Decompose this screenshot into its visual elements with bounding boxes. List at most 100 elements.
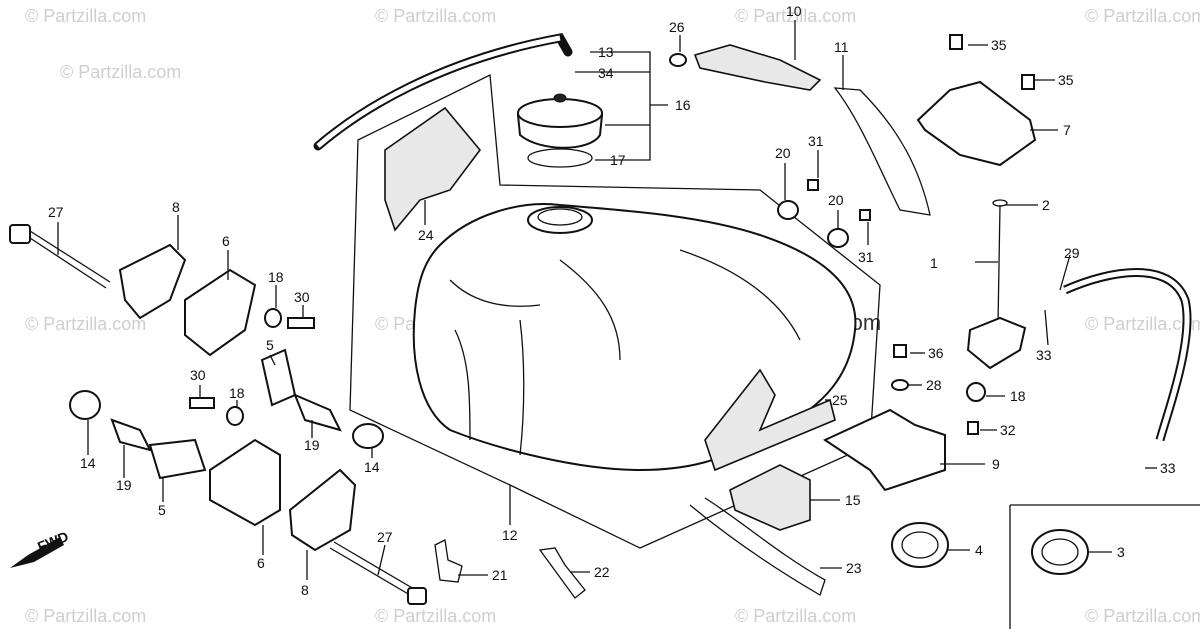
bolt-30-mid (189, 397, 215, 409)
washer-14-right (352, 423, 384, 449)
fuel-cap (516, 93, 604, 168)
bolt-31-a (807, 179, 819, 191)
callout-18: 18 (229, 385, 245, 401)
clip-20-b (827, 228, 849, 248)
bracket-6-top (184, 268, 257, 357)
collar-5-top (260, 348, 297, 407)
callout-8: 8 (172, 199, 180, 215)
callout-20: 20 (775, 145, 791, 161)
watermark: © Partzilla.com (735, 606, 856, 626)
rubber-18-right (966, 382, 986, 402)
bolt-32 (967, 421, 979, 435)
callout-31: 31 (808, 133, 824, 149)
callout-25: 25 (832, 392, 848, 408)
watermark: © Partzilla.com (25, 314, 146, 334)
callout-29: 29 (1064, 245, 1080, 261)
strap-11 (833, 87, 931, 216)
callout-22: 22 (594, 564, 610, 580)
callout-33: 33 (1036, 347, 1052, 363)
mount-bolt-27-top (9, 224, 111, 289)
watermark: © Partzilla.com (1085, 314, 1200, 334)
callout-9: 9 (992, 456, 1000, 472)
watermark: © Partzilla.com (375, 606, 496, 626)
callout-28: 28 (926, 377, 942, 393)
callout-14: 14 (80, 455, 96, 471)
tank-band-23 (689, 497, 826, 596)
watermark: © Partzilla.com (1085, 606, 1200, 626)
watermark: © Partzilla.com (25, 6, 146, 26)
bracket-8-top (118, 243, 187, 320)
watermark: © Partzilla.com (60, 62, 181, 82)
callout-6: 6 (257, 555, 265, 571)
clip-21 (434, 539, 463, 583)
callout-23: 23 (846, 560, 862, 576)
callout-20: 20 (828, 192, 844, 208)
bolt-35-a (949, 34, 963, 50)
callout-6: 6 (222, 233, 230, 249)
callout-3: 3 (1117, 544, 1125, 560)
fwd-arrow: FWD (10, 528, 71, 568)
rubber-18-mid (226, 406, 244, 426)
callout-31: 31 (858, 249, 874, 265)
rubber-18-top (264, 308, 282, 328)
callout-33: 33 (1160, 460, 1176, 476)
callout-5: 5 (266, 337, 274, 353)
bolt-30-top (287, 317, 315, 329)
tank-frame-outline (349, 73, 881, 549)
callout-34: 34 (598, 65, 614, 81)
callout-27: 27 (48, 204, 64, 220)
fuel-petcock (966, 199, 1027, 370)
bolt-35-b (1021, 74, 1035, 90)
bolt-31-b (859, 209, 871, 221)
collar-19-right (293, 393, 342, 432)
callout-11: 11 (834, 39, 849, 55)
watermark: © Partzilla.com (375, 6, 496, 26)
callout-13: 13 (598, 44, 614, 60)
callout-2: 2 (1042, 197, 1050, 213)
callout-18: 18 (1010, 388, 1026, 404)
callout-36: 36 (928, 345, 944, 361)
callout-26: 26 (669, 19, 685, 35)
callout-19: 19 (116, 477, 132, 493)
callout-27: 27 (377, 529, 393, 545)
fuel-valve-3 (1031, 529, 1089, 575)
callout-4: 4 (975, 542, 983, 558)
callout-19: 19 (304, 437, 320, 453)
callout-14: 14 (364, 459, 380, 475)
callout-30: 30 (294, 289, 310, 305)
watermark: © Partzilla.com (735, 6, 856, 26)
callout-18: 18 (268, 269, 284, 285)
bracket-7 (916, 80, 1037, 167)
emblem-sticker (384, 106, 482, 232)
callout-17: 17 (610, 152, 626, 168)
bolt-36 (893, 344, 907, 358)
watermark: © Partzilla.com (25, 606, 146, 626)
callout-16: 16 (675, 97, 691, 113)
washer-28 (891, 379, 909, 391)
callout-5: 5 (158, 502, 166, 518)
nut-26 (669, 53, 687, 67)
callout-30: 30 (190, 367, 206, 383)
cushion-15 (729, 464, 811, 531)
callout-24: 24 (418, 227, 434, 243)
mount-bolt-27-bottom (329, 541, 427, 605)
wing-emblem (704, 368, 836, 472)
washer-14-left (69, 390, 101, 420)
clip-22 (538, 547, 586, 599)
callout-15: 15 (845, 492, 861, 508)
callout-8: 8 (301, 582, 309, 598)
callout-21: 21 (492, 567, 508, 583)
leader-lines (57, 20, 1157, 580)
bracket-8-bottom (288, 468, 357, 552)
callout-32: 32 (1000, 422, 1016, 438)
callout-1: 1 (930, 255, 938, 271)
callout-35: 35 (991, 37, 1007, 53)
bracket-10 (693, 44, 822, 91)
inset-frame (1009, 504, 1200, 629)
watermark: © Partzilla.com (1085, 6, 1200, 26)
callout-35: 35 (1058, 72, 1074, 88)
callout-10: 10 (786, 3, 802, 19)
fuel-valve-4 (891, 522, 949, 568)
callout-7: 7 (1063, 122, 1071, 138)
